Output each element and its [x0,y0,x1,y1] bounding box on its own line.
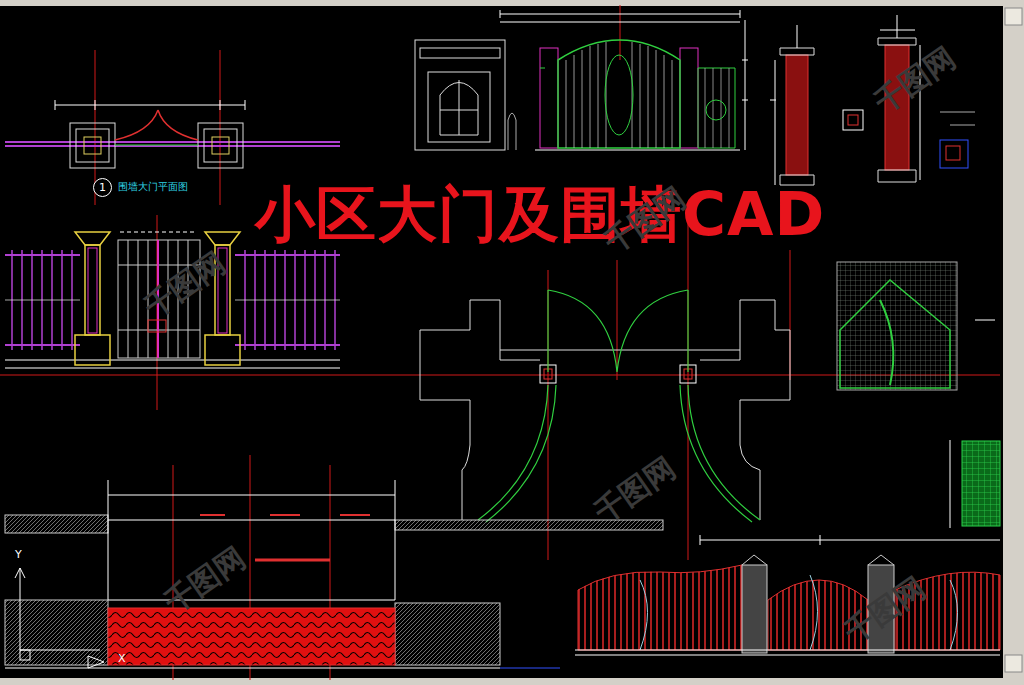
callout-circle: 1 [93,178,112,197]
callout-number: 1 [99,181,106,194]
watermark: 千图网 [136,243,233,328]
view-title: 围墙大门平面图 [118,180,188,194]
drawing-title: 小区大门及围墙CAD [255,175,825,256]
axis-label: Y [15,548,22,561]
axis-label: X [118,652,126,665]
watermark: 千图网 [866,38,963,123]
